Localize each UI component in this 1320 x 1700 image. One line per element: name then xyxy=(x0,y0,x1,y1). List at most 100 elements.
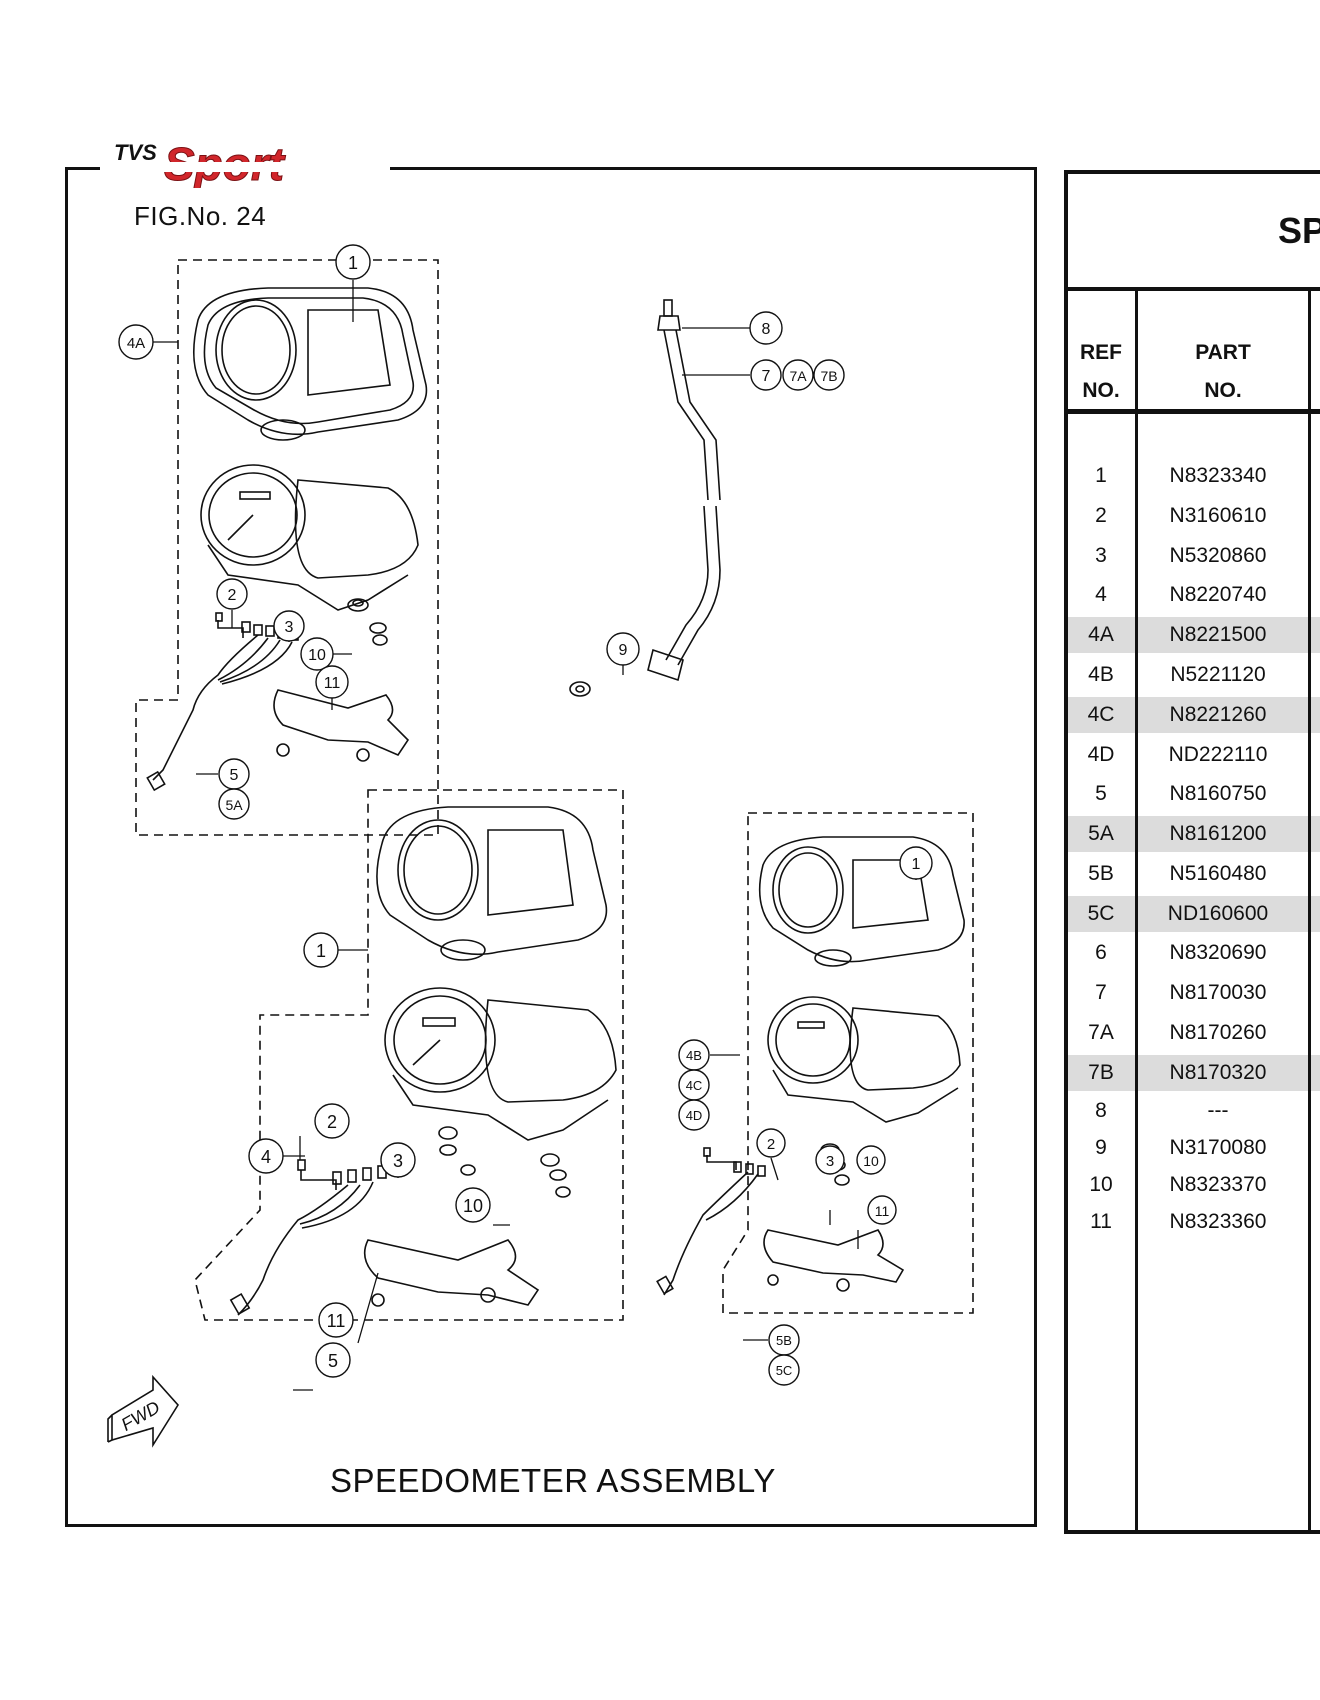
callout-11: 11 xyxy=(315,665,349,699)
callout-leaders xyxy=(153,280,917,1391)
row-part-no: ND160600 xyxy=(1167,902,1269,925)
logo-gap xyxy=(100,162,390,172)
row-part-no: N8170320 xyxy=(1169,1061,1267,1084)
callouts: 1 4A 2 3 10 11 5 5A 8 7 7A 7B 9 1 4 2 3 … xyxy=(118,244,933,1386)
callout-5a: 5A xyxy=(218,788,250,820)
row-ref-no: 5B xyxy=(1088,862,1114,885)
header-ref-line1: REF xyxy=(1080,341,1122,364)
svg-text:5A: 5A xyxy=(225,797,243,813)
svg-text:9: 9 xyxy=(619,642,628,659)
row-ref-no: 5C xyxy=(1087,902,1115,925)
exploded-view-drawing: FWD 1 4A 2 3 10 11 5 5A 8 7 xyxy=(107,244,974,1448)
svg-text:5B: 5B xyxy=(776,1333,792,1348)
meter-body-2 xyxy=(384,987,617,1141)
row-ref-no: 3 xyxy=(1095,544,1107,567)
table-col-divider-1 xyxy=(1135,289,1138,1533)
row-ref-no: 5 xyxy=(1095,782,1107,805)
callout-4c: 4C xyxy=(678,1069,710,1101)
row-ref-no: 7B xyxy=(1088,1061,1114,1084)
svg-text:8: 8 xyxy=(762,321,771,338)
row-part-no: N3160610 xyxy=(1169,504,1267,527)
table-title: SP xyxy=(1278,210,1320,251)
fwd-arrow-icon xyxy=(107,1374,179,1448)
svg-text:7B: 7B xyxy=(820,368,837,384)
row-part-no: N8170260 xyxy=(1169,1021,1267,1044)
callout-7: 7 xyxy=(750,359,782,391)
table-row: 4A N8221500 xyxy=(1068,617,1320,653)
callout-10c: 10 xyxy=(856,1145,886,1175)
table-row: 7B N8170320 xyxy=(1068,1055,1320,1091)
callout-5b-main: 5 xyxy=(315,1342,351,1378)
callout-5b: 5B xyxy=(768,1324,800,1356)
svg-text:2: 2 xyxy=(228,587,237,604)
meter-body-3 xyxy=(767,996,961,1123)
row-part-no: ND222110 xyxy=(1168,743,1268,766)
table-row: 2 N3160610 xyxy=(1068,498,1320,534)
callout-3: 3 xyxy=(273,610,305,642)
svg-text:5: 5 xyxy=(230,767,239,784)
svg-text:3: 3 xyxy=(826,1153,834,1170)
table-row: 4D ND222110 xyxy=(1068,737,1320,773)
row-part-no: N8220740 xyxy=(1169,583,1267,606)
callout-3b: 3 xyxy=(380,1142,416,1178)
svg-text:2: 2 xyxy=(327,1112,337,1132)
meter-body xyxy=(200,464,419,611)
row-ref-no: 7 xyxy=(1095,981,1107,1004)
callout-11b: 11 xyxy=(318,1302,354,1338)
callout-2: 2 xyxy=(216,578,248,610)
svg-text:7: 7 xyxy=(762,368,771,385)
svg-text:4: 4 xyxy=(261,1147,271,1167)
assembly-4a-boundary xyxy=(135,259,439,836)
table-row: 9 N3170080 xyxy=(1068,1130,1320,1166)
row-part-no: N5221120 xyxy=(1170,663,1266,686)
table-row: 4C N8221260 xyxy=(1068,697,1320,733)
speedometer-cable xyxy=(569,299,721,697)
header-ref-line2: NO. xyxy=(1082,379,1120,402)
mounting-bracket-3 xyxy=(763,1229,905,1292)
table-col-divider-2 xyxy=(1308,289,1311,1533)
callout-1: 1 xyxy=(335,244,371,280)
row-ref-no: 4A xyxy=(1088,623,1114,646)
row-ref-no: 6 xyxy=(1095,941,1107,964)
mounting-bracket-2 xyxy=(363,1239,540,1307)
grommets xyxy=(347,598,388,646)
grommets-2 xyxy=(438,1126,571,1198)
row-ref-no: 4C xyxy=(1087,703,1115,726)
svg-text:4B: 4B xyxy=(686,1048,702,1063)
callout-3c: 3 xyxy=(815,1145,845,1175)
row-ref-no: 2 xyxy=(1095,504,1107,527)
brand-prefix: TVS xyxy=(114,140,157,165)
callout-4b: 4B xyxy=(678,1039,710,1071)
svg-text:11: 11 xyxy=(327,1311,346,1331)
callout-11c: 11 xyxy=(867,1195,897,1225)
row-part-no: N8221500 xyxy=(1169,623,1267,646)
svg-text:1: 1 xyxy=(316,941,326,961)
svg-text:1: 1 xyxy=(912,856,921,873)
row-ref-no: 4D xyxy=(1087,743,1115,766)
meter-cover-2 xyxy=(376,806,608,961)
header-part-line2: NO. xyxy=(1204,379,1242,402)
svg-text:4C: 4C xyxy=(686,1078,703,1093)
row-ref-no: 9 xyxy=(1095,1136,1107,1159)
svg-text:10: 10 xyxy=(863,1153,879,1169)
table-title-divider xyxy=(1064,287,1320,291)
callout-5: 5 xyxy=(218,758,250,790)
callout-2c: 2 xyxy=(756,1128,786,1158)
row-ref-no: 10 xyxy=(1089,1173,1113,1196)
svg-text:10: 10 xyxy=(308,647,326,664)
svg-text:1: 1 xyxy=(348,253,358,273)
meter-cover-3 xyxy=(758,836,965,967)
callout-8: 8 xyxy=(749,311,783,345)
callout-9: 9 xyxy=(606,632,640,666)
svg-text:5: 5 xyxy=(328,1351,338,1371)
row-part-no: --- xyxy=(1207,1099,1229,1122)
row-part-no: N8221260 xyxy=(1169,703,1267,726)
callout-5c: 5C xyxy=(768,1354,800,1386)
row-part-no: N3170080 xyxy=(1169,1136,1267,1159)
